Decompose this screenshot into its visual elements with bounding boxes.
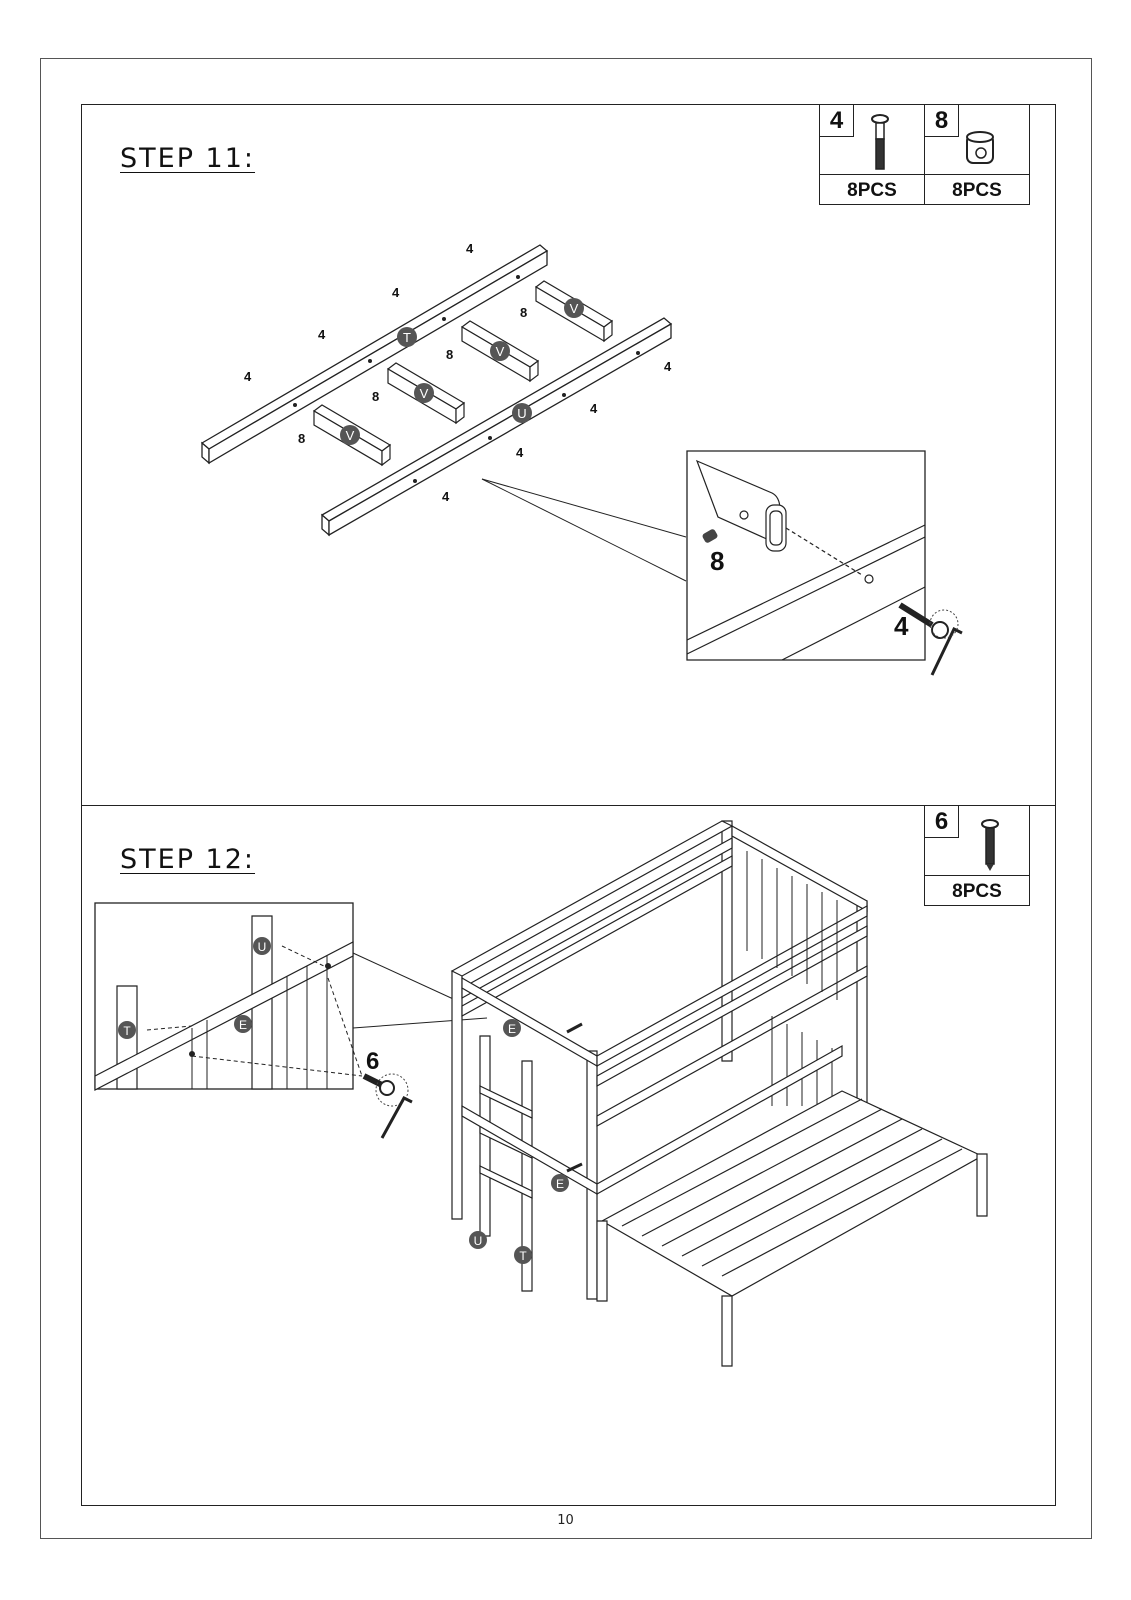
step-11-drawing: T U V V V V 4 4 4 4 4 4 4 4 8 8 8 — [200, 241, 963, 676]
frame-badge-t: T — [514, 1246, 532, 1264]
frame-badge-e-1: E — [503, 1019, 521, 1037]
step-12-detail: T U E — [94, 902, 363, 1091]
detail-nut-label: 8 — [710, 546, 724, 576]
svg-text:V: V — [420, 386, 429, 401]
svg-text:E: E — [239, 1018, 247, 1032]
svg-text:4: 4 — [392, 285, 400, 300]
frame-badge-e-2: E — [551, 1174, 569, 1192]
detail-leader-line-3 — [352, 952, 463, 1004]
step-11-title: STEP 11: — [120, 143, 256, 174]
frame-screw-icons — [566, 1022, 583, 1173]
svg-text:8: 8 — [298, 431, 305, 446]
hex-key-icon — [930, 626, 963, 676]
barrel-nut-icon — [966, 131, 994, 164]
hardware-cell-bolt: 4 8PCS — [819, 104, 925, 205]
part-number-6: 6 — [925, 806, 959, 838]
svg-text:4: 4 — [664, 359, 672, 374]
detail-badge-u: U — [253, 937, 271, 955]
page-border — [40, 58, 1092, 1539]
hex-key-icon-2 — [380, 1096, 413, 1139]
svg-text:4: 4 — [516, 445, 524, 460]
rail-holes — [293, 275, 640, 483]
svg-text:E: E — [556, 1177, 564, 1191]
svg-text:T: T — [403, 330, 411, 345]
step-12-drawing: T U E 6 — [94, 820, 988, 1367]
quantity-screw: 8PCS — [925, 875, 1029, 907]
svg-text:T: T — [123, 1024, 131, 1038]
svg-text:8: 8 — [520, 305, 527, 320]
frame-badge-u: U — [469, 1231, 487, 1249]
detail-leader-line-4 — [352, 1017, 488, 1029]
svg-text:4: 4 — [244, 369, 252, 384]
slat-v-badges — [340, 298, 584, 445]
nut-callouts: 8 8 8 8 — [298, 305, 527, 446]
detail-screw-label: 6 — [366, 1048, 379, 1075]
part-number-4: 4 — [820, 105, 854, 137]
hardware-cell-nut: 8 8PCS — [924, 104, 1030, 205]
svg-text:V: V — [496, 344, 505, 359]
svg-text:V: V — [346, 428, 355, 443]
part-number-8: 8 — [925, 105, 959, 137]
detail-leader-line-2 — [481, 478, 687, 582]
bolt-icon — [871, 114, 889, 170]
rotation-arrow-icon-2 — [375, 1073, 409, 1107]
quantity-bolt: 8PCS — [820, 174, 924, 206]
page-number: 10 — [557, 1513, 574, 1528]
svg-text:U: U — [258, 940, 267, 954]
detail-badge-e: E — [234, 1015, 252, 1033]
slat-v-badge-labels: V V V V — [346, 301, 579, 443]
hardware-cell-screw: 6 8PCS — [924, 805, 1030, 906]
svg-text:8: 8 — [446, 347, 453, 362]
rotation-arrow-icon — [929, 609, 959, 639]
detail-bolt-label: 4 — [894, 611, 909, 641]
step-11-detail: 8 4 — [686, 450, 963, 676]
svg-text:8: 8 — [372, 389, 379, 404]
detail-bolt-icon — [898, 602, 949, 639]
detail-screw-icon — [362, 1073, 395, 1096]
step-11-panel: STEP 11: T — [81, 104, 1056, 806]
quantity-nut: 8PCS — [925, 174, 1029, 206]
svg-text:E: E — [508, 1022, 516, 1036]
svg-text:4: 4 — [466, 241, 474, 256]
step-12-title: STEP 12: — [120, 844, 256, 875]
svg-text:4: 4 — [318, 327, 326, 342]
detail-badge-t: T — [118, 1021, 136, 1039]
svg-text:U: U — [517, 406, 526, 421]
detail-barrel-nut-icon — [702, 529, 718, 543]
rail-t — [200, 244, 549, 465]
svg-text:V: V — [570, 301, 579, 316]
screw-icon — [981, 819, 999, 871]
trundle-slats — [621, 1098, 963, 1277]
svg-text:U: U — [474, 1234, 483, 1248]
svg-text:4: 4 — [442, 489, 450, 504]
step-12-panel: STEP 12: T U E — [81, 805, 1056, 1506]
rail-t-badge: T — [397, 327, 417, 347]
svg-text:T: T — [519, 1249, 527, 1263]
bunk-bed-frame — [450, 820, 988, 1367]
svg-text:4: 4 — [590, 401, 598, 416]
rail-u-badge: U — [512, 403, 532, 423]
bolt-callouts: 4 4 4 4 4 4 4 4 — [244, 241, 672, 504]
detail-leader-line — [481, 478, 687, 538]
